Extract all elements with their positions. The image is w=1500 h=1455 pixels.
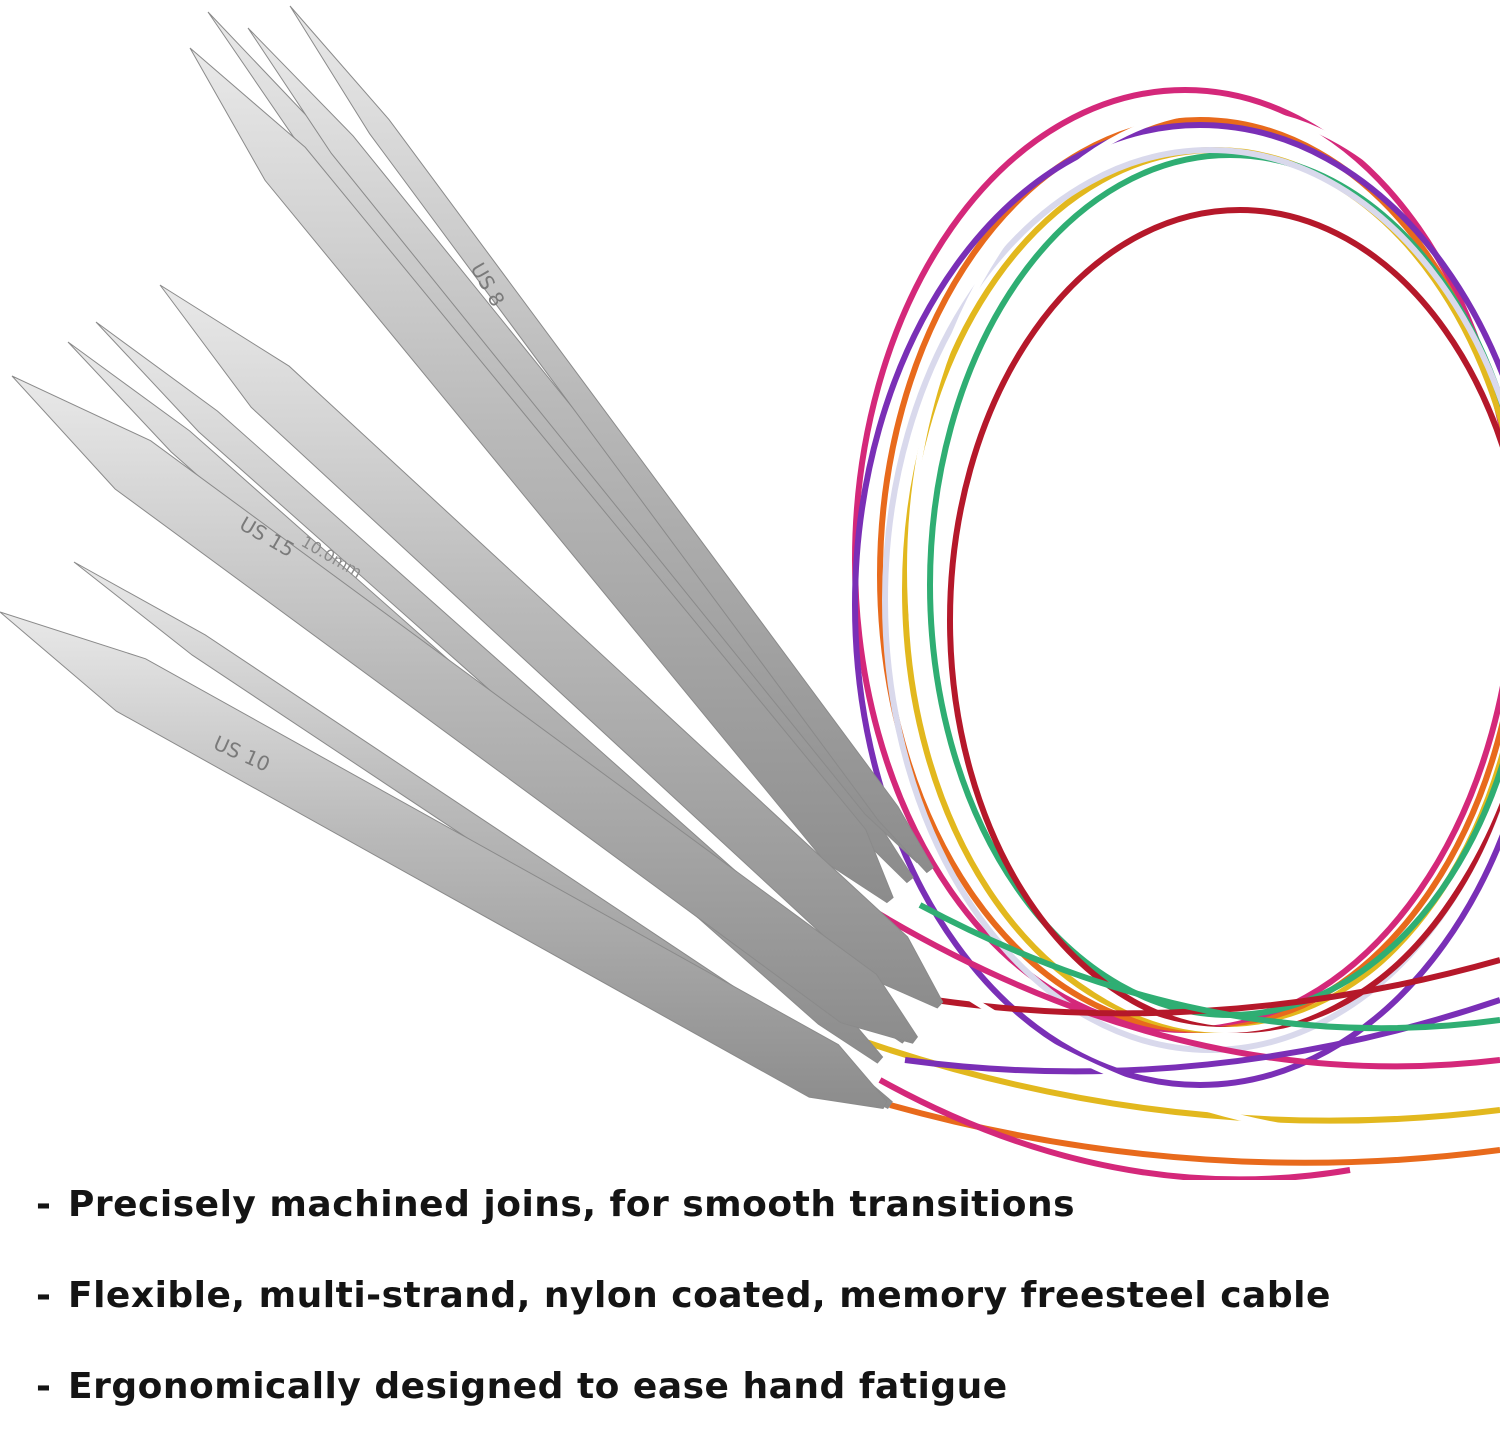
knitting-needle [159, 284, 944, 1009]
cable-loop [907, 107, 1500, 1033]
product-photo: US 8 US 15 10.0mm US 10 [0, 5, 1500, 1180]
cable-tail [859, 1037, 1500, 1124]
cable-loop [927, 152, 1500, 1018]
knitting-needle [289, 5, 934, 874]
cable-tail [918, 902, 1500, 1032]
knitting-needle [189, 47, 894, 904]
feature-item-joins: -Precisely machined joins, for smooth tr… [36, 1182, 1476, 1228]
feature-bullet: - [36, 1366, 52, 1407]
feature-list: -Precisely machined joins, for smooth tr… [36, 1182, 1476, 1455]
cable-tail [948, 982, 1500, 1141]
feature-item-cable: -Flexible, multi-strand, nylon coated, m… [36, 1273, 1476, 1319]
feature-item-ergonomic: -Ergonomically designed to ease hand fat… [36, 1364, 1476, 1410]
feature-text: Flexible, multi-strand, nylon coated, me… [68, 1275, 1331, 1316]
needle-bundle [0, 5, 944, 1110]
cable-tail [838, 887, 1500, 1070]
knitting-needle [0, 611, 888, 1110]
cable-tail [878, 1077, 1351, 1180]
knitting-needle [11, 375, 919, 1044]
cable-bundle [838, 87, 1500, 1180]
cable-loop [877, 117, 1500, 1033]
cable-loop [852, 122, 1500, 1088]
cable-loop [882, 147, 1500, 1053]
feature-bullet: - [36, 1275, 52, 1316]
feature-text: Precisely machined joins, for smooth tra… [68, 1184, 1076, 1225]
feature-text: Ergonomically designed to ease hand fati… [68, 1366, 1008, 1407]
feature-bullet: - [36, 1184, 52, 1225]
